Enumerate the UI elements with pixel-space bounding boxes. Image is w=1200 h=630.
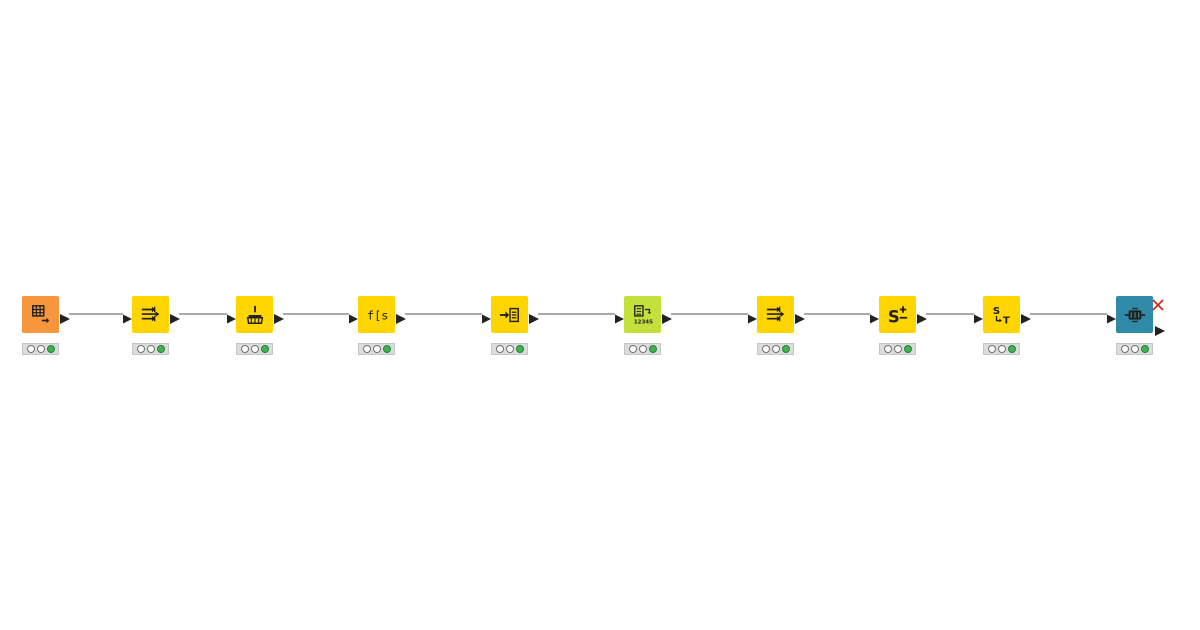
status-light-off — [362, 345, 371, 353]
output-port[interactable] — [1021, 309, 1031, 328]
input-port[interactable] — [123, 309, 132, 328]
status-light-off — [250, 345, 259, 353]
table-output-icon — [30, 304, 52, 326]
node-body[interactable] — [132, 296, 169, 333]
node-body[interactable] — [22, 296, 59, 333]
status-light-off — [505, 345, 514, 353]
node-body[interactable]: f[s] — [358, 296, 395, 333]
status-light-green — [382, 345, 391, 353]
status-light-off — [987, 345, 996, 353]
workflow-node[interactable]: 12345 — [615, 296, 672, 334]
status-light-green — [156, 345, 165, 353]
node-status-indicator — [22, 343, 59, 355]
node-body[interactable]: S — [879, 296, 916, 333]
status-light-off — [146, 345, 155, 353]
workflow-node[interactable]: S — [870, 296, 927, 334]
output-port[interactable] — [917, 309, 927, 328]
status-light-off — [883, 345, 892, 353]
node-status-indicator — [236, 343, 273, 355]
status-light-green — [781, 345, 790, 353]
node-status-indicator — [879, 343, 916, 355]
node-status-indicator — [624, 343, 661, 355]
output-port[interactable] — [170, 309, 180, 328]
workflow-node[interactable] — [22, 296, 70, 334]
append-column-icon — [499, 304, 521, 326]
status-light-off — [771, 345, 780, 353]
node-status-indicator — [132, 343, 169, 355]
node-body[interactable] — [491, 296, 528, 333]
workflow-node[interactable] — [123, 296, 180, 334]
workflow-node[interactable] — [1107, 296, 1165, 336]
status-light-off — [761, 345, 770, 353]
status-light-green — [515, 345, 524, 353]
input-port[interactable] — [482, 309, 491, 328]
status-light-off — [372, 345, 381, 353]
status-light-off — [638, 345, 647, 353]
workflow-node[interactable] — [227, 296, 284, 334]
node-status-indicator — [1116, 343, 1153, 355]
node-body[interactable] — [236, 296, 273, 333]
svg-text:S: S — [992, 306, 999, 317]
svg-text:S: S — [887, 307, 899, 326]
output-port[interactable] — [396, 309, 406, 328]
status-light-off — [36, 345, 45, 353]
output-port[interactable] — [529, 309, 539, 328]
node-status-indicator — [983, 343, 1020, 355]
document-number-icon: 12345 — [632, 304, 654, 326]
input-port[interactable] — [227, 309, 236, 328]
input-port[interactable] — [870, 309, 879, 328]
close-icon[interactable] — [1152, 296, 1164, 315]
input-port[interactable] — [349, 309, 358, 328]
string-function-icon: f[s] — [366, 304, 387, 326]
status-light-off — [893, 345, 902, 353]
column-filter-icon — [765, 304, 787, 326]
status-light-green — [46, 345, 55, 353]
status-light-off — [495, 345, 504, 353]
svg-text:T: T — [1002, 315, 1009, 326]
output-port[interactable] — [274, 309, 284, 328]
status-light-off — [628, 345, 637, 353]
string-add-icon: S — [887, 304, 909, 326]
status-light-off — [1130, 345, 1139, 353]
output-port[interactable] — [795, 309, 805, 328]
status-light-green — [903, 345, 912, 353]
node-status-indicator — [757, 343, 794, 355]
input-port[interactable] — [974, 309, 983, 328]
status-light-off — [997, 345, 1006, 353]
workflow-node[interactable]: f[s] — [349, 296, 406, 334]
node-body[interactable] — [1116, 296, 1153, 333]
column-filter-icon — [140, 304, 162, 326]
input-port[interactable] — [615, 309, 624, 328]
status-light-off — [136, 345, 145, 353]
database-connector-icon — [1124, 304, 1146, 326]
output-port[interactable] — [1155, 321, 1165, 340]
node-status-indicator — [358, 343, 395, 355]
status-light-off — [26, 345, 35, 353]
status-light-off — [1120, 345, 1129, 353]
status-light-green — [260, 345, 269, 353]
output-port[interactable] — [662, 309, 672, 328]
node-body[interactable]: 12345 — [624, 296, 661, 333]
status-light-green — [648, 345, 657, 353]
svg-text:f[s]: f[s] — [366, 308, 387, 322]
workflow-node[interactable] — [748, 296, 805, 334]
node-body[interactable] — [757, 296, 794, 333]
workflow-node[interactable] — [482, 296, 539, 334]
output-port[interactable] — [60, 309, 70, 328]
status-light-off — [240, 345, 249, 353]
broom-icon — [244, 304, 266, 326]
input-port[interactable] — [1107, 309, 1116, 328]
node-status-indicator — [491, 343, 528, 355]
input-port[interactable] — [748, 309, 757, 328]
status-light-green — [1140, 345, 1149, 353]
status-light-green — [1007, 345, 1016, 353]
svg-text:12345: 12345 — [633, 319, 652, 325]
